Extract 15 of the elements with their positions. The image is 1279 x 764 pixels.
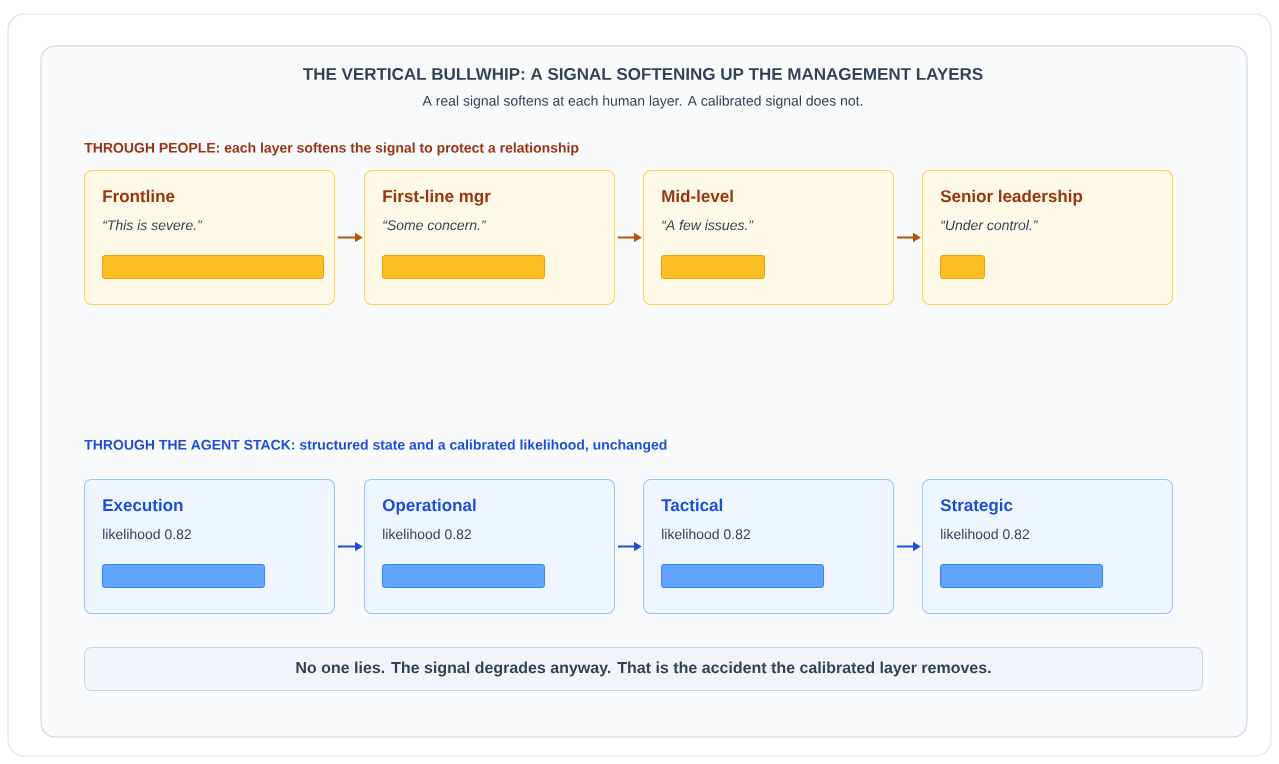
signal-bar [102, 564, 265, 588]
signal-bar [940, 255, 985, 279]
signal-bar [382, 255, 545, 279]
section-heading: THROUGH PEOPLE: each layer softens the signal to protect a relationship [84, 142, 579, 156]
signal-bar [940, 564, 1103, 588]
note-box: No one lies. The signal degrades anyway. That is the accident the calibrated layer removes. [84, 647, 1203, 691]
signal-bar [661, 564, 824, 588]
layer-box: Senior leadership “Under control.” [922, 170, 1173, 305]
section-heading: THROUGH THE AGENT STACK: structured state and a calibrated likelihood, unchanged [84, 439, 667, 453]
signal-bar [102, 255, 324, 279]
subtitle: A real signal softens at each human layer. A calibrated signal does not. [422, 95, 863, 109]
signal-bar [382, 564, 545, 588]
layer-box: Mid-level “A few issues.” [643, 170, 894, 305]
title: THE VERTICAL BULLWHIP: A SIGNAL SOFTENING UP THE MANAGEMENT LAYERS [303, 68, 983, 81]
signal-bar [661, 255, 765, 279]
